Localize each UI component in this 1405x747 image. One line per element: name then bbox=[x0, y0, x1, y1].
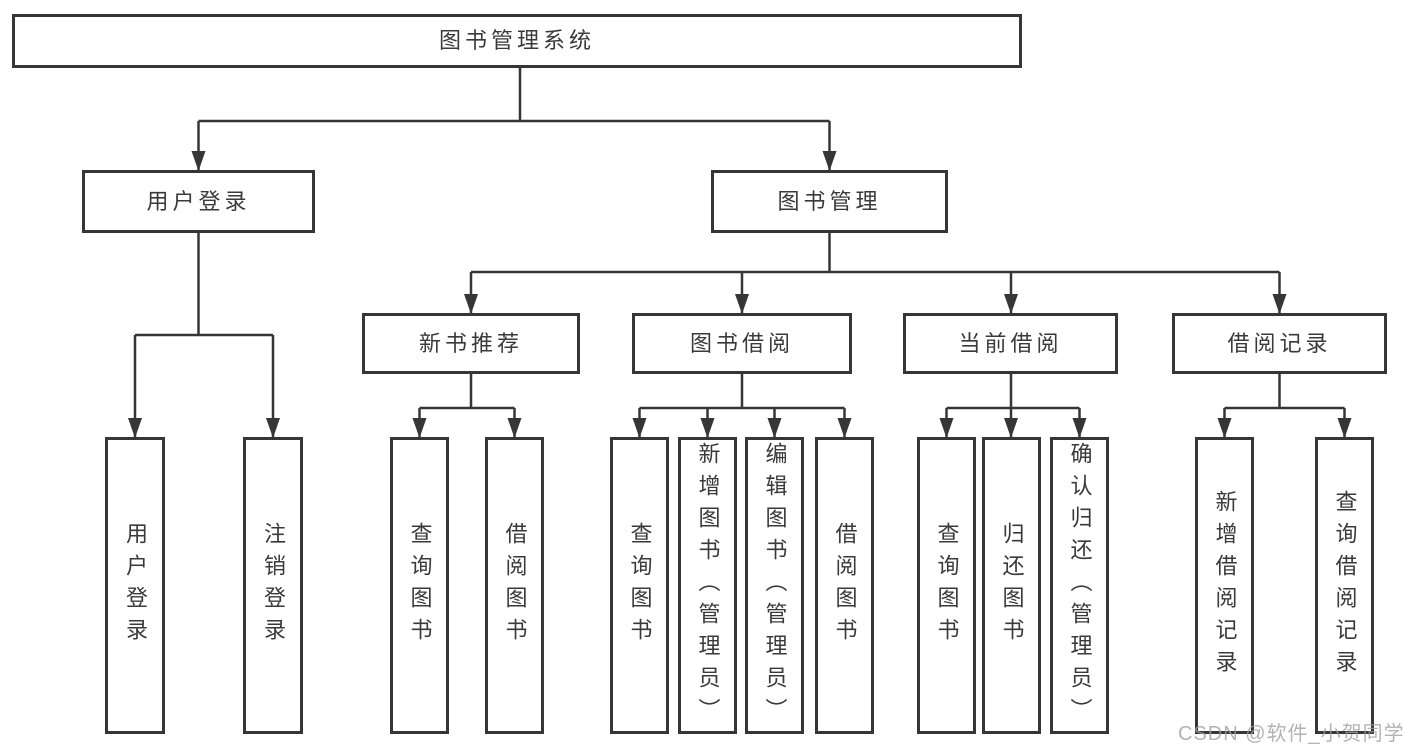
node-user-login: 用户登录 bbox=[82, 170, 315, 233]
node-new-book-recommendation: 新书推荐 bbox=[362, 313, 580, 374]
leaf-add-books-admin: 新增图书（管理员） bbox=[678, 437, 737, 734]
leaf-logout: 注销登录 bbox=[243, 437, 303, 734]
leaf-user-login: 用户登录 bbox=[105, 437, 165, 734]
leaf-query-borrowing-record: 查询借阅记录 bbox=[1315, 437, 1374, 734]
leaf-add-borrowing-record: 新增借阅记录 bbox=[1195, 437, 1254, 734]
leaf-edit-books-admin: 编辑图书（管理员） bbox=[745, 437, 804, 734]
leaf-confirm-return-admin: 确认归还（管理员） bbox=[1050, 437, 1109, 734]
csdn-watermark: CSDN @软件_小贺同学 bbox=[1178, 723, 1405, 745]
node-book-borrowing: 图书借阅 bbox=[632, 313, 852, 374]
leaf-borrow-books-recommend: 借阅图书 bbox=[485, 437, 544, 734]
leaf-query-books-recommend: 查询图书 bbox=[390, 437, 449, 734]
leaf-borrow-books: 借阅图书 bbox=[815, 437, 874, 734]
node-borrowing-records: 借阅记录 bbox=[1172, 313, 1387, 374]
leaf-return-books: 归还图书 bbox=[982, 437, 1041, 734]
node-current-borrowing: 当前借阅 bbox=[903, 313, 1118, 374]
leaf-query-books-borrowing: 查询图书 bbox=[610, 437, 669, 734]
node-library-management-system: 图书管理系统 bbox=[12, 14, 1022, 68]
node-book-management: 图书管理 bbox=[711, 170, 948, 233]
leaf-query-books-current: 查询图书 bbox=[917, 437, 976, 734]
